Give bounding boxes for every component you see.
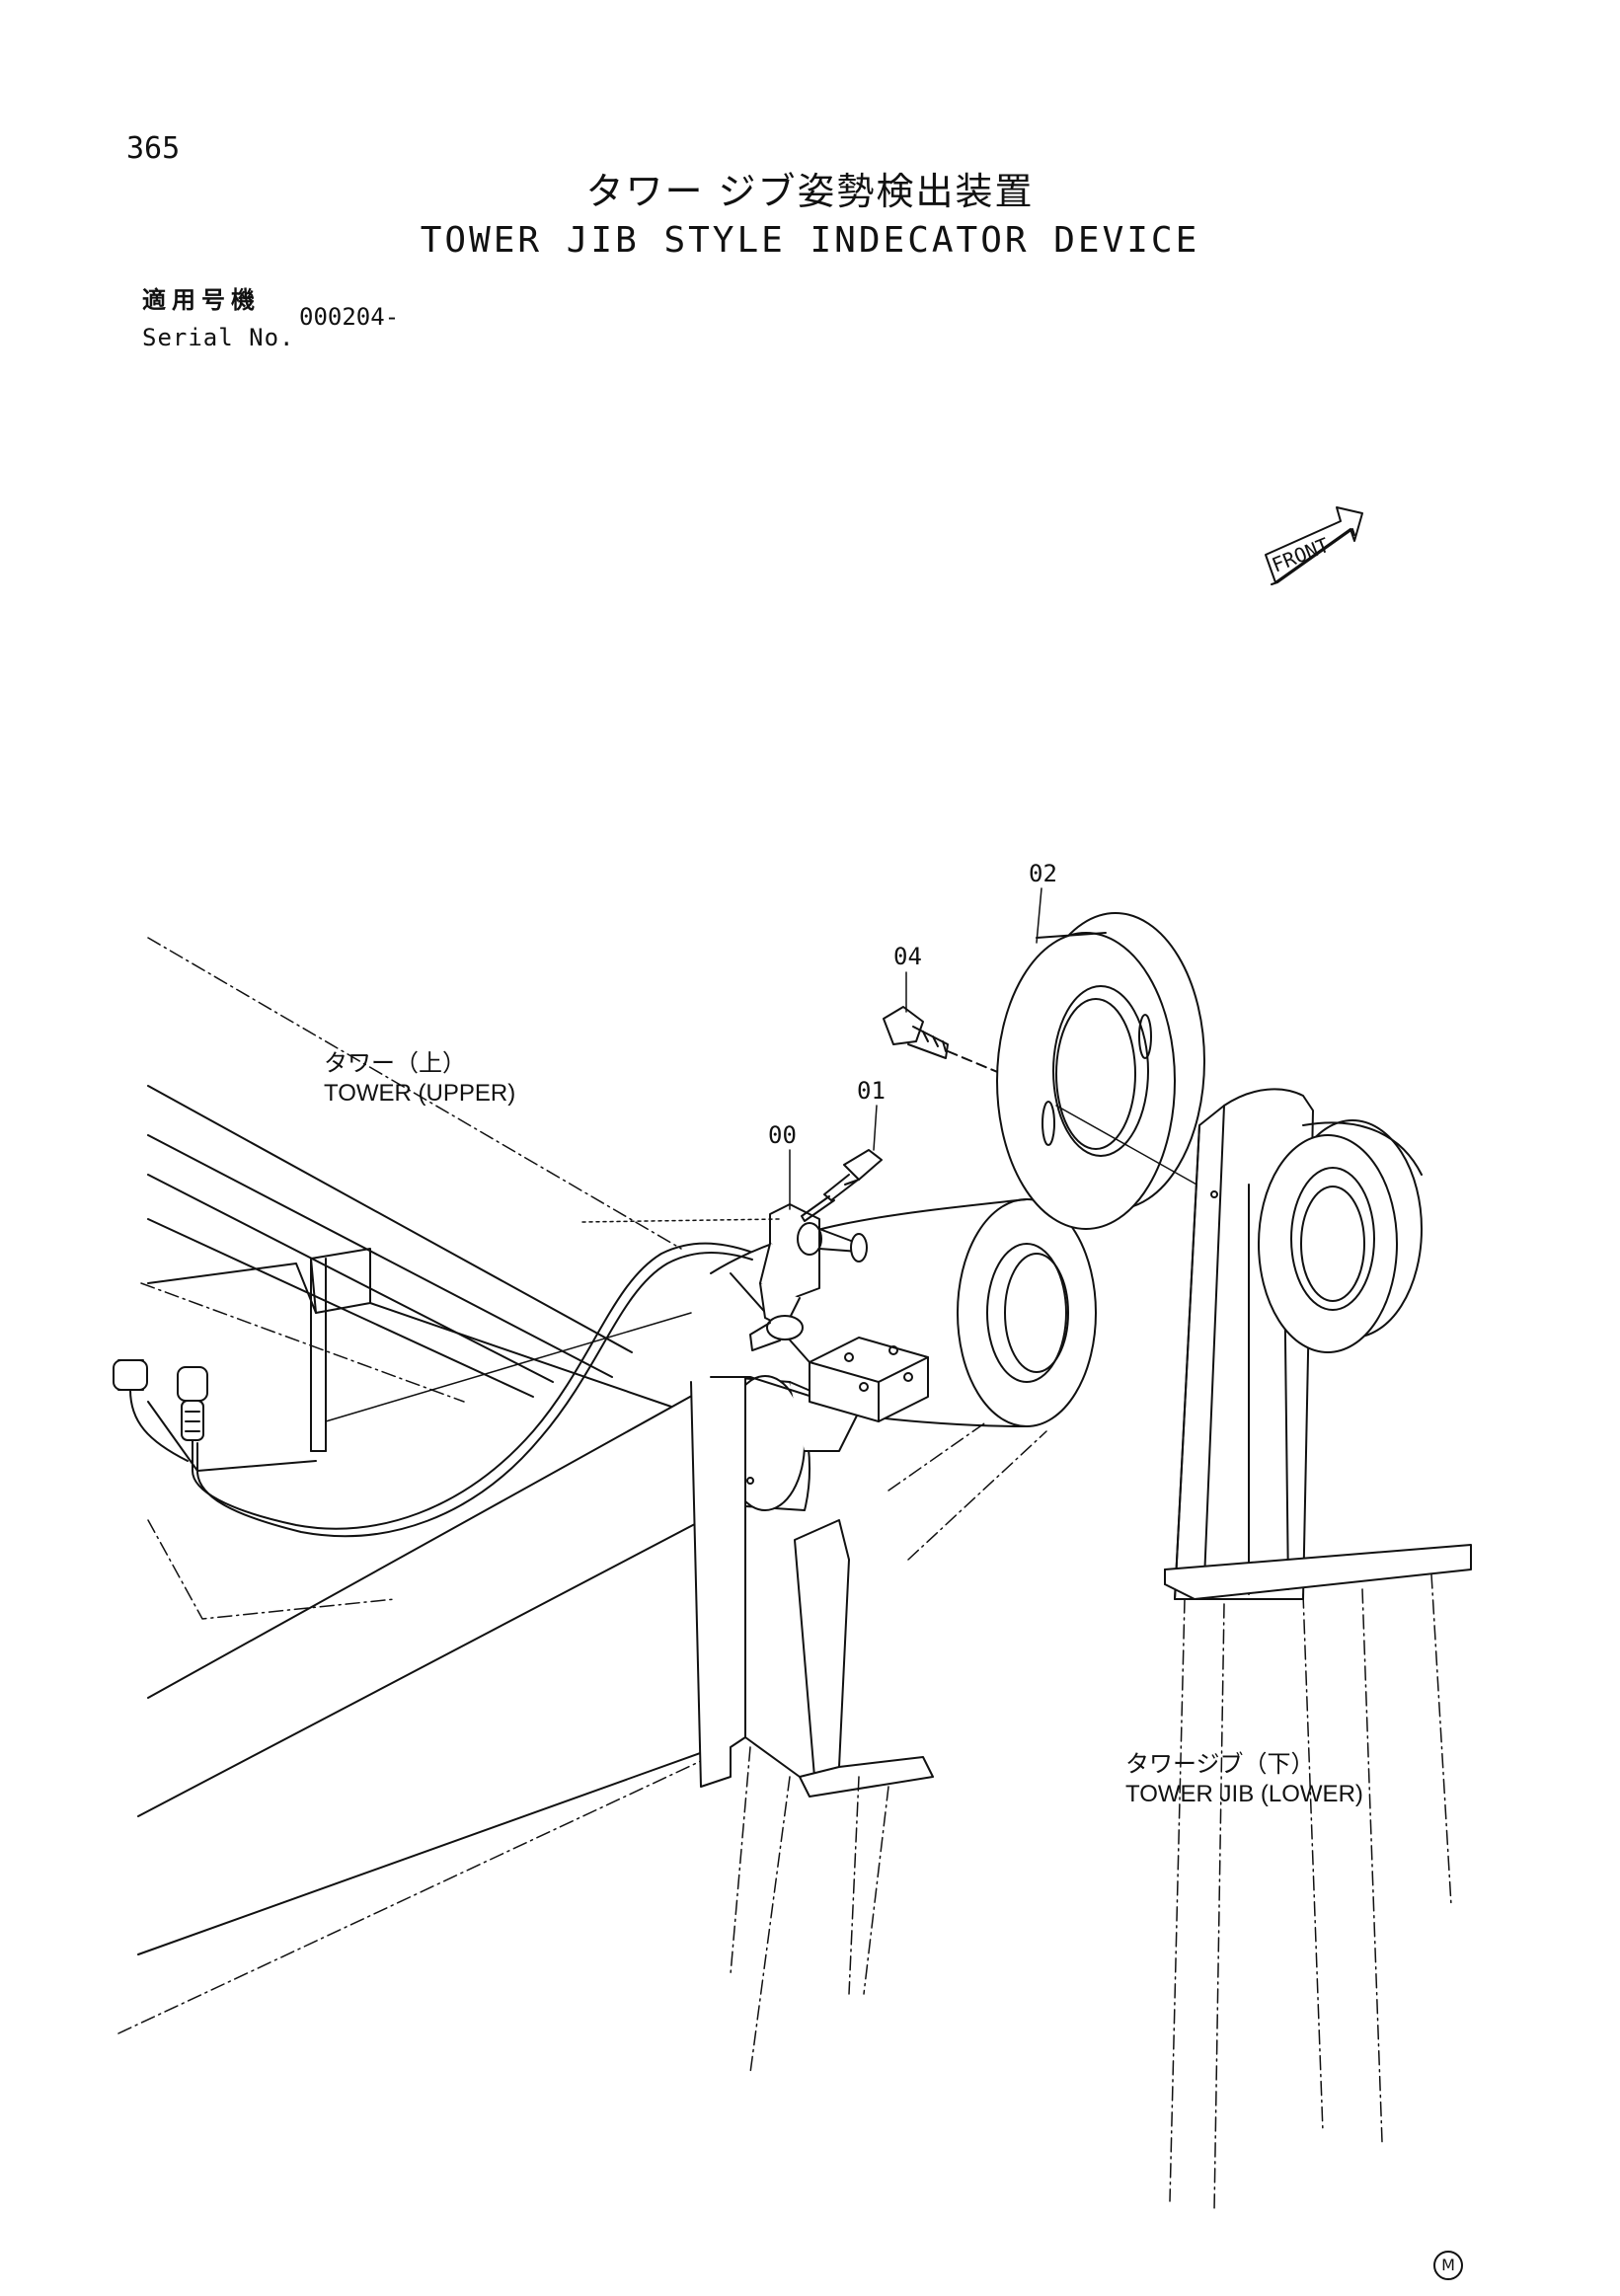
callout-00: 00 [768, 1121, 797, 1149]
front-arrow-icon: FRONT [1265, 506, 1363, 585]
tower-upper-frame [140, 937, 692, 1620]
callout-01: 01 [857, 1077, 886, 1105]
tower-arm [690, 1198, 1097, 2074]
serial-label-english: Serial No. [142, 324, 295, 351]
manufacturer-mark: M [1433, 2251, 1463, 2280]
label-tower-upper-ja: タワー（上） [324, 1049, 466, 1077]
tower-jib-lower [1164, 1088, 1472, 2212]
callout-02: 02 [1029, 860, 1057, 887]
cable-connector-assembly [113, 1242, 753, 1538]
bolt-01 [801, 1149, 883, 1222]
callout-04: 04 [893, 943, 922, 970]
label-tower-jib-lower-en: TOWER JIB (LOWER) [1125, 1781, 1363, 1807]
serial-value: 000204- [299, 303, 400, 331]
label-tower-upper-en: TOWER (UPPER) [324, 1080, 515, 1107]
label-tower-jib-lower-ja: タワージブ（下） [1125, 1750, 1315, 1778]
cam-disc-02 [996, 912, 1215, 1230]
title-english: TOWER JIB STYLE INDECATOR DEVICE [420, 220, 1200, 261]
limit-switch [749, 1203, 868, 1351]
title-japanese: タワー ジブ姿勢検出装置 [585, 170, 1035, 213]
bolt-04 [883, 1006, 1008, 1077]
page-number: 365 [126, 131, 181, 166]
leader-lines [581, 887, 1042, 1223]
serial-label-japanese: 適用号機 [142, 286, 261, 314]
